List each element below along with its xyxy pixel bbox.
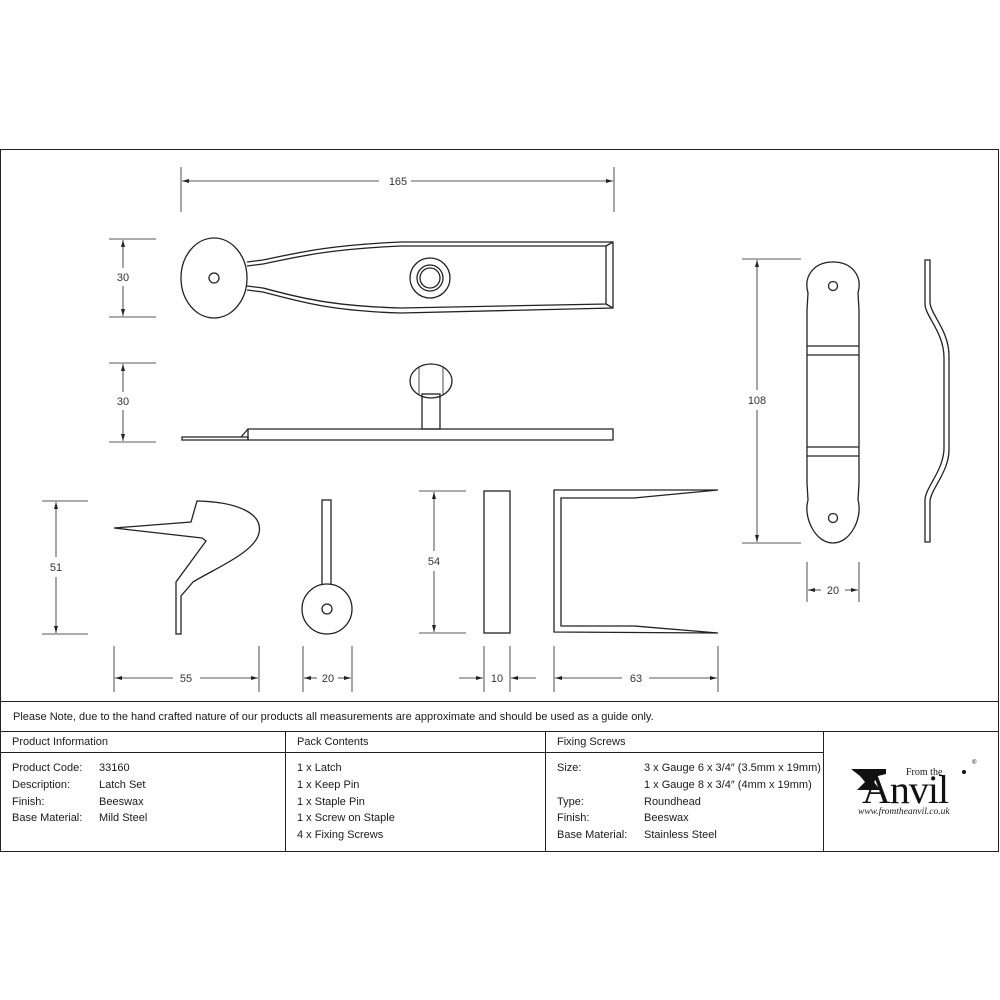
latch-top-view: 165 30 — [109, 167, 615, 319]
size-row: Size: 3 x Gauge 6 x 3/4″ (3.5mm x 19mm) — [557, 760, 823, 777]
anvil-icon: ® — [851, 759, 977, 790]
base-material-row: Base Material: Mild Steel — [12, 810, 285, 827]
row-value: Beeswax — [644, 812, 689, 825]
finish-row: Finish: Beeswax — [12, 794, 285, 811]
logo-tagline: From the — [906, 767, 943, 778]
technical-drawing: 165 30 30 — [42, 167, 950, 692]
row-value: Mild Steel — [99, 812, 148, 825]
dim-staple-height: 54 — [428, 556, 440, 568]
pack-item: 1 x Latch — [297, 762, 342, 774]
staple-pin-drawing: 20 — [301, 499, 353, 692]
dim-keep-width: 55 — [180, 673, 192, 685]
row-label: Base Material: — [557, 829, 628, 842]
row-value: Roundhead — [644, 795, 701, 808]
size-row-2: 1 x Gauge 8 x 3/4″ (4mm x 19mm) — [557, 777, 823, 794]
screw-on-staple-drawing: 108 20 — [742, 258, 950, 602]
fixing-screws-panel: Fixing Screws Size: 3 x Gauge 6 x 3/4″ (3… — [546, 732, 824, 852]
row-label: Finish: — [12, 795, 45, 808]
row-label: Finish: — [557, 812, 590, 825]
pack-item: 1 x Staple Pin — [297, 795, 365, 808]
description-row: Description: Latch Set — [12, 777, 285, 794]
row-label: Size: — [557, 762, 582, 774]
row-value: Beeswax — [99, 795, 144, 808]
row-label: Type: — [557, 795, 584, 808]
row-value: 33160 — [99, 762, 130, 774]
pack-item: 1 x Keep Pin — [297, 778, 360, 791]
logo-wordmark: Anvil — [862, 767, 949, 812]
product-information-panel: Product Information Product Code: 33160 D… — [1, 732, 286, 852]
dim-latch-length: 165 — [389, 176, 407, 188]
fixing-screws-heading: Fixing Screws — [546, 732, 823, 753]
type-row: Type: Roundhead — [557, 794, 823, 811]
from-the-anvil-logo: ® From the Anvil www.fromtheanvil.co.uk — [824, 732, 998, 852]
row-value: 3 x Gauge 6 x 3/4″ (3.5mm x 19mm) — [644, 762, 821, 774]
dim-latch-side-height: 30 — [117, 396, 129, 408]
product-information-heading: Product Information — [1, 732, 285, 753]
dim-staple-side-width: 10 — [491, 673, 503, 685]
row-value: 1 x Gauge 8 x 3/4″ (4mm x 19mm) — [644, 778, 812, 791]
technical-drawing-sheet: 165 30 30 — [0, 149, 999, 852]
row-label: Base Material: — [12, 812, 83, 825]
pack-item: 1 x Screw on Staple — [297, 812, 395, 825]
base-material-row: Base Material: Stainless Steel — [557, 827, 823, 844]
dim-screw-staple-height: 108 — [748, 395, 766, 407]
keep-drawing: 51 55 — [42, 500, 261, 692]
logo-url: www.fromtheanvil.co.uk — [858, 807, 950, 817]
dim-keep-height: 51 — [50, 562, 62, 574]
info-table: Product Information Product Code: 33160 D… — [1, 731, 998, 852]
row-label: Product Code: — [12, 762, 83, 774]
pack-contents-heading: Pack Contents — [286, 732, 545, 753]
disclaimer-note: Please Note, due to the hand crafted nat… — [1, 701, 998, 731]
row-value: Stainless Steel — [644, 829, 717, 842]
dim-screw-staple-width: 20 — [827, 585, 839, 597]
dim-latch-height: 30 — [117, 272, 129, 284]
svg-text:®: ® — [972, 759, 977, 766]
dim-staple-width: 63 — [630, 673, 642, 685]
finish-row: Finish: Beeswax — [557, 810, 823, 827]
product-code-row: Product Code: 33160 — [12, 760, 285, 777]
latch-side-view: 30 — [109, 362, 614, 443]
pack-item: 4 x Fixing Screws — [297, 829, 384, 842]
row-label: Description: — [12, 778, 71, 791]
dim-staple-pin-width: 20 — [322, 673, 334, 685]
staple-drawing: 54 10 63 — [419, 489, 719, 692]
row-value: Latch Set — [99, 778, 146, 791]
pack-contents-panel: Pack Contents 1 x Latch 1 x Keep Pin 1 x… — [286, 732, 546, 852]
